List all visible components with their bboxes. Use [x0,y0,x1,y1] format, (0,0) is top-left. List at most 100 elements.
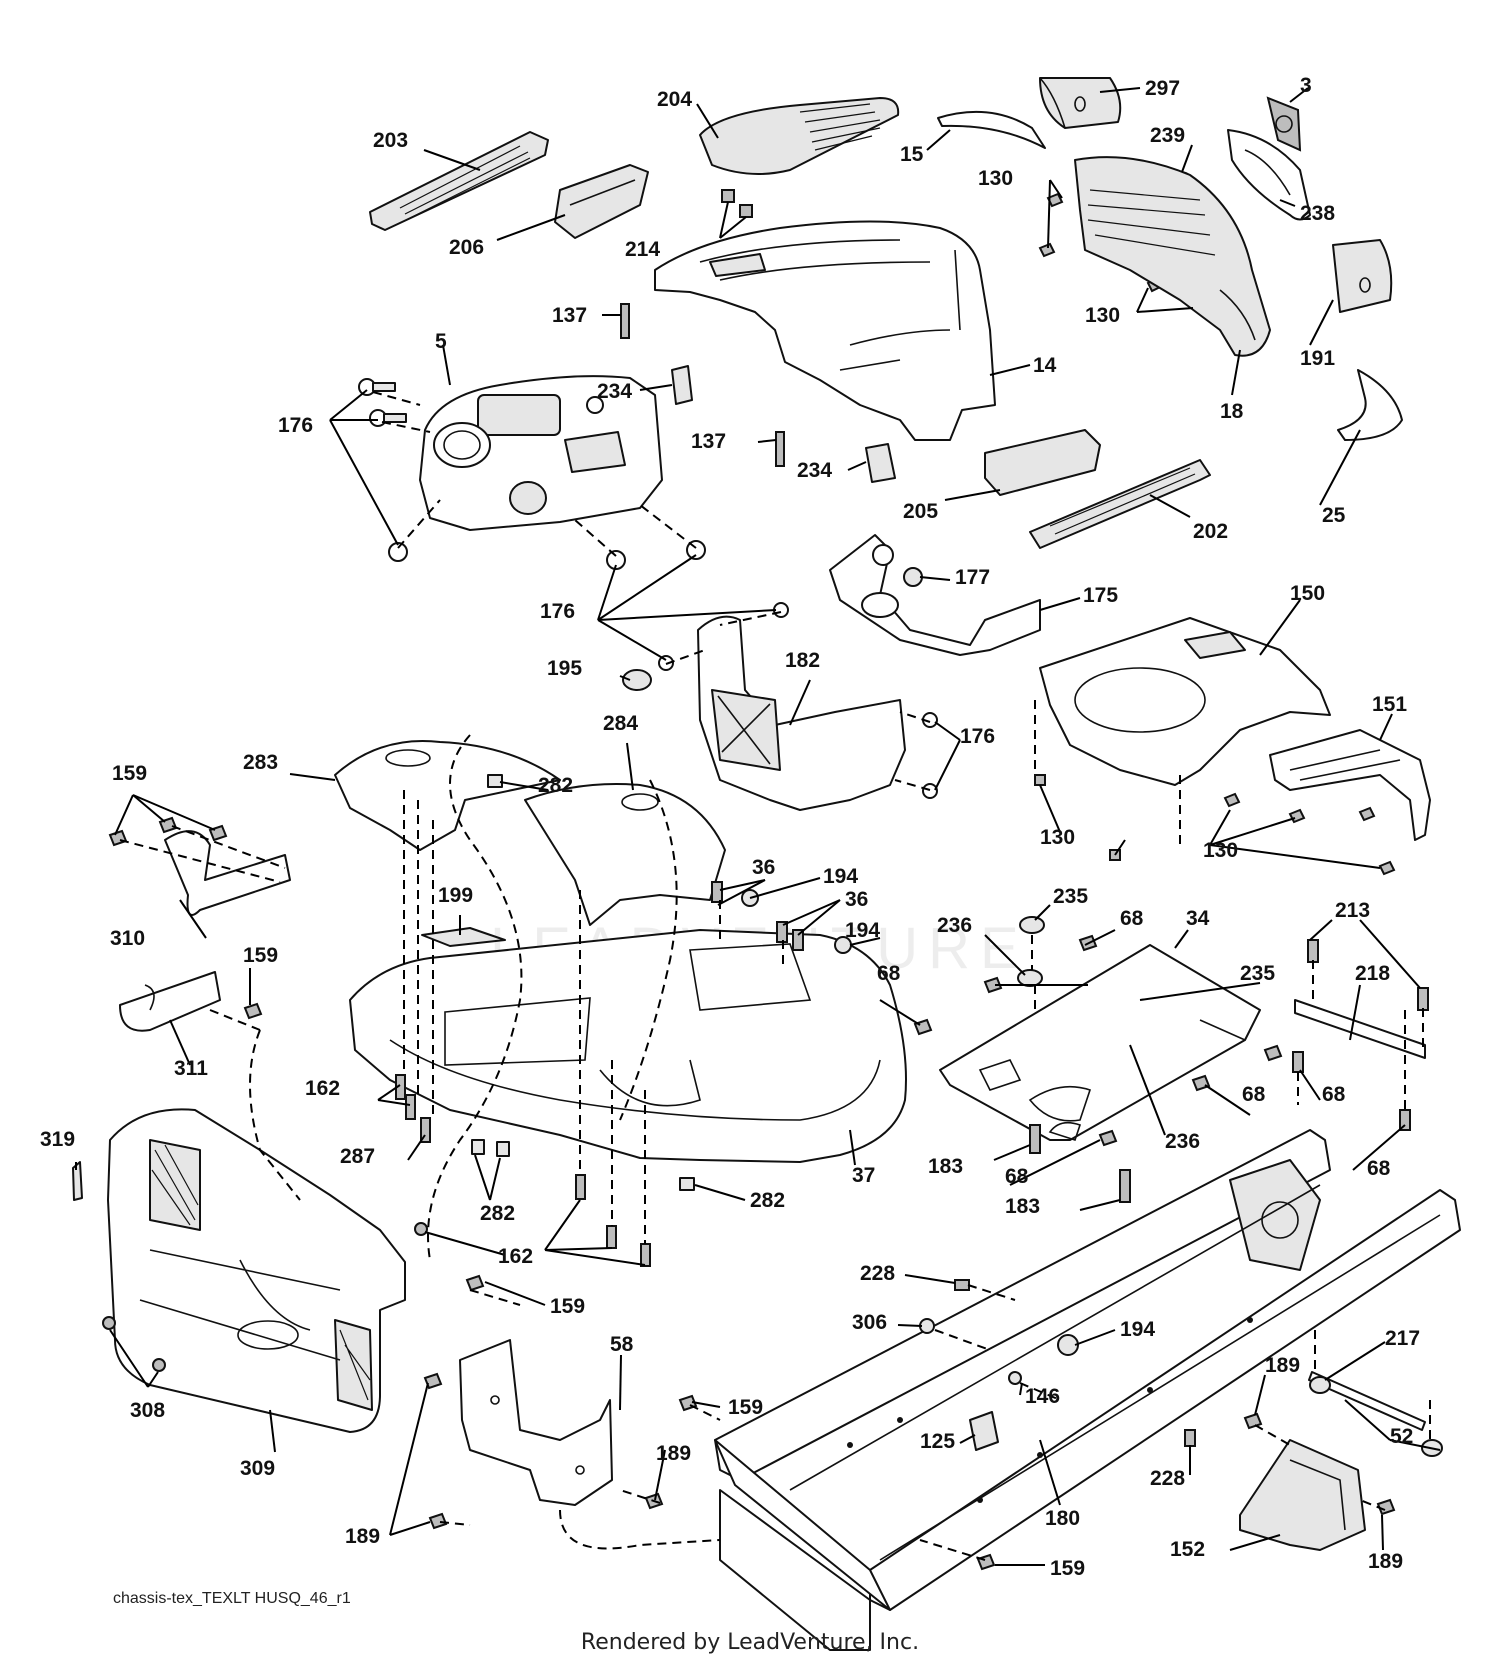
diagram-source-label: chassis-tex_TEXLT HUSQ_46_r1 [113,1590,351,1607]
callout-152: 152 [1170,1538,1205,1561]
part-14-hood [654,220,996,441]
callout-282-right: 282 [750,1189,785,1212]
callout-68-bottom: 68 [1005,1165,1029,1188]
part-218-bar [1294,999,1426,1059]
callout-176-right: 176 [960,725,995,748]
callout-311: 311 [174,1057,208,1080]
callout-195: 195 [547,657,582,680]
callout-137-upper: 137 [552,304,587,327]
callout-297: 297 [1145,77,1180,100]
callout-235-upper: 235 [1053,885,1088,908]
callout-228-upper: 228 [860,1262,895,1285]
callout-162-upper: 162 [305,1077,340,1100]
part-195-grommet [622,669,652,691]
callout-130-lower-left: 130 [1040,826,1075,849]
callout-68-far-right: 68 [1322,1083,1346,1106]
callout-234-upper: 234 [597,380,632,403]
part-283-left-fender [334,740,561,851]
part-180-main-frame [714,1129,1461,1651]
callout-146: 146 [1025,1385,1060,1408]
part-191-foam [1332,239,1393,313]
part-146-pin [1008,1371,1022,1385]
callout-217: 217 [1385,1327,1420,1350]
callout-36-right: 36 [845,888,868,911]
part-319-clip [72,1161,83,1201]
part-284-right-fender [524,783,726,926]
part-306-nut [919,1318,935,1334]
callout-18: 18 [1220,400,1244,423]
part-175-dash-bracket [829,534,1041,656]
callout-36-left: 36 [752,856,775,879]
part-25-bracket [1337,369,1403,441]
callout-205: 205 [903,500,938,523]
callout-194-upper: 194 [823,865,858,888]
part-58-bracket [459,1339,613,1506]
callout-214: 214 [625,238,660,261]
rendered-by-footer: Rendered by LeadVenture, Inc. [580,1630,920,1655]
callout-159-bottom: 159 [1050,1557,1085,1580]
part-217-rod [1308,1371,1426,1431]
callout-213: 213 [1335,899,1370,922]
part-18-dash-pod [1074,156,1271,357]
callout-194-lower: 194 [1120,1318,1155,1341]
callout-58: 58 [610,1333,634,1356]
part-177-grommet [903,567,923,587]
part-310-bracket [164,830,291,916]
callout-189-right-upper: 189 [1265,1354,1300,1377]
callout-234-lower: 234 [797,459,832,482]
callout-236-upper: 236 [937,914,972,937]
part-204-hood-vent [699,97,900,175]
part-282-clips [471,774,695,1191]
callout-176-mid: 176 [540,600,575,623]
part-194-nuts [741,889,1079,1356]
callout-68-bottom-right: 68 [1367,1157,1391,1180]
callout-202: 202 [1193,520,1228,543]
callout-125: 125 [920,1430,955,1453]
part-151-bracket [1269,729,1431,841]
callout-151: 151 [1372,693,1407,716]
callout-150: 150 [1290,582,1325,605]
part-15-trim [937,110,1046,149]
callout-159-lower-left: 159 [550,1295,585,1318]
callout-68-top: 68 [1120,907,1144,930]
callout-159-lower-mid: 159 [728,1396,763,1419]
part-182-dash-housing [697,615,906,811]
callout-239: 239 [1150,124,1185,147]
callout-3: 3 [1300,74,1312,97]
callout-52: 52 [1390,1425,1413,1448]
part-308-screws [102,1316,166,1372]
callout-183-left: 183 [928,1155,963,1178]
callout-203: 203 [373,129,408,152]
part-297-foam-block [1039,77,1122,129]
callout-130-top: 130 [978,167,1013,190]
callout-283: 283 [243,751,278,774]
part-203-grille-strip [369,131,549,231]
callout-199: 199 [438,884,473,907]
callout-218: 218 [1355,962,1390,985]
part-183-bolts [1029,1124,1131,1203]
callout-183-right: 183 [1005,1195,1040,1218]
part-309-front-housing [107,1108,406,1433]
part-152-shield [1239,1439,1366,1551]
callout-284: 284 [603,712,638,735]
callout-228-lower: 228 [1150,1467,1185,1490]
callout-238: 238 [1300,202,1335,225]
callout-309: 309 [240,1457,275,1480]
callout-189-right-lower: 189 [1368,1550,1403,1573]
callout-180: 180 [1045,1507,1080,1530]
callout-235-lower: 235 [1240,962,1275,985]
callout-14: 14 [1033,354,1057,377]
part-238-side-panel [1227,129,1311,221]
callout-25: 25 [1322,504,1346,527]
part-202-grille-strip [1029,459,1211,549]
part-150-tank-support [1039,617,1331,786]
part-125-plate [969,1411,999,1451]
callout-5: 5 [435,330,447,353]
callout-310: 310 [110,927,145,950]
part-234-pads [671,365,896,483]
callout-68-left: 68 [877,962,901,985]
callout-189-mid: 189 [656,1442,691,1465]
callout-204: 204 [657,88,692,111]
callout-319: 319 [40,1128,75,1151]
